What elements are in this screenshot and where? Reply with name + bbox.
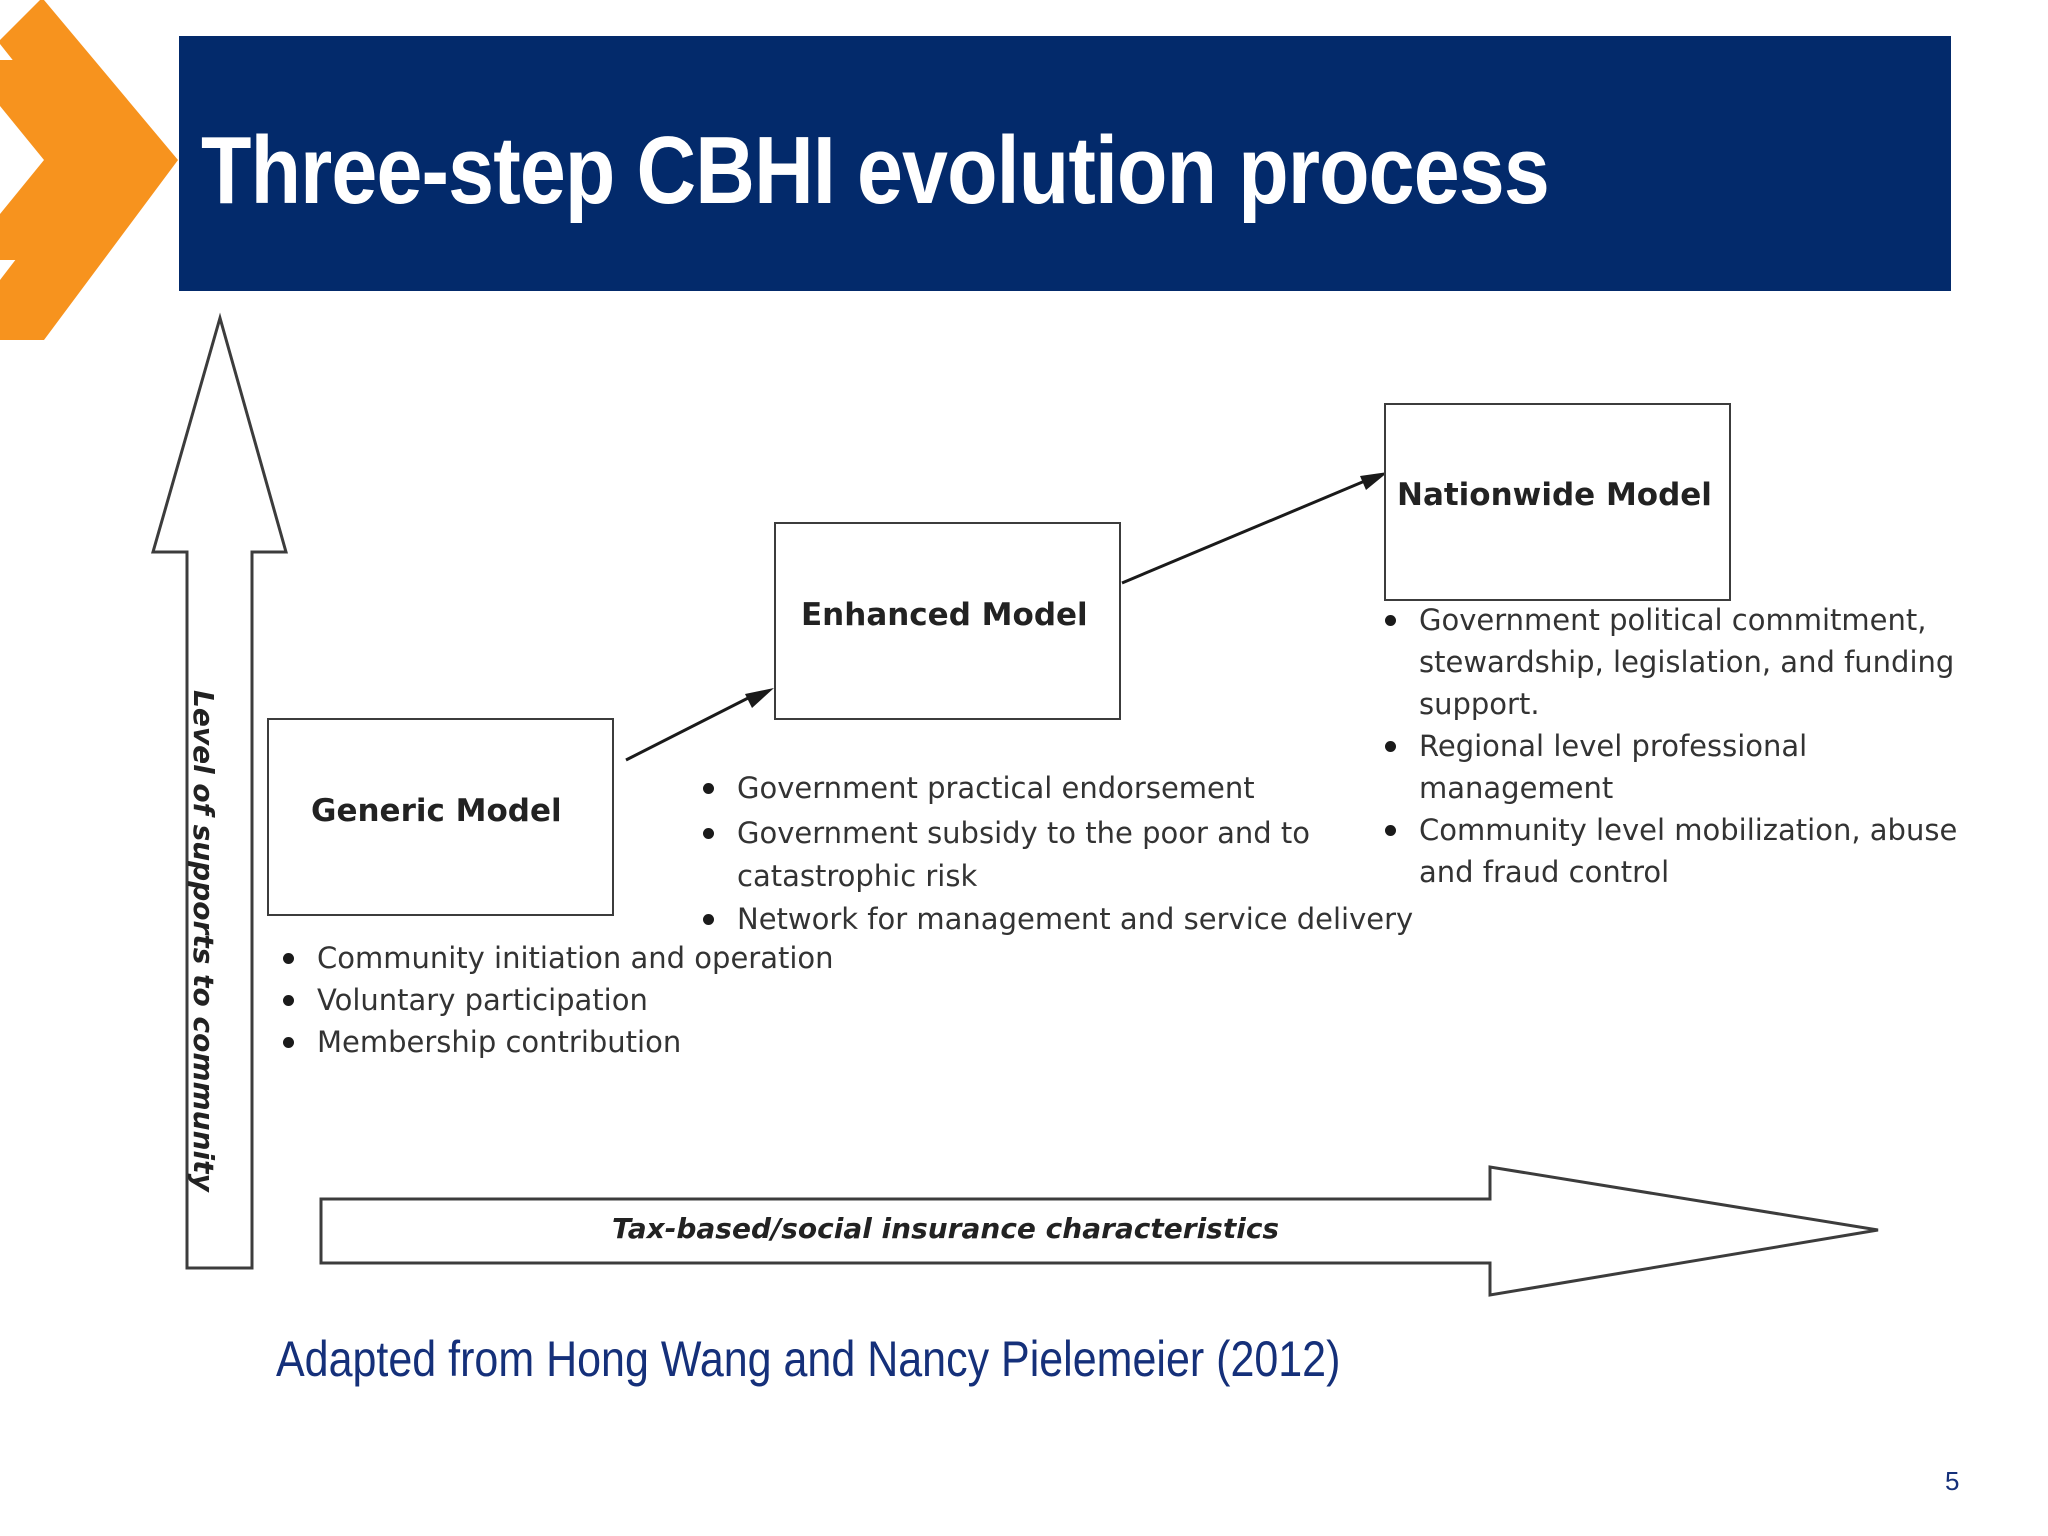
list-item-continued: catastrophic risk: [737, 859, 978, 893]
vertical-axis-label: Level of supports to community: [187, 690, 220, 1192]
generic-model-label: Generic Model: [311, 793, 562, 829]
generic-model-box: [267, 718, 614, 916]
vertical-axis-arrow: [151, 312, 288, 1270]
nationwide-model-box: [1384, 403, 1731, 601]
list-item-continued: support.: [1419, 687, 1540, 721]
nationwide-model-label: Nationwide Model: [1397, 477, 1712, 513]
citation-text: Adapted from Hong Wang and Nancy Pieleme…: [276, 1331, 1341, 1387]
generic-model-bullets: Community initiation and operation Volun…: [281, 937, 834, 1063]
list-item: Regional level professional: [1383, 725, 1957, 767]
enhanced-model-label: Enhanced Model: [801, 597, 1088, 633]
list-item: Community level mobilization, abuse: [1383, 809, 1957, 851]
title-bar: Three-step CBHI evolution process: [179, 36, 1951, 291]
list-item: Community initiation and operation: [281, 937, 834, 979]
list-item-continued: management: [1419, 771, 1614, 805]
connector-enhanced-to-nationwide: [1121, 476, 1373, 585]
list-item: Government political commitment,: [1383, 599, 1957, 641]
horizontal-axis-label: Tax-based/social insurance characteristi…: [612, 1212, 1280, 1245]
list-item: Government subsidy to the poor and to: [701, 812, 1413, 854]
list-item: Network for management and service deliv…: [701, 898, 1413, 940]
list-item-continued: and fraud control: [1419, 855, 1670, 889]
page-number: 5: [1945, 1466, 1960, 1496]
slide-title: Three-step CBHI evolution process: [201, 117, 1550, 224]
list-item-continued: stewardship, legislation, and funding: [1419, 645, 1955, 679]
list-item: Voluntary participation: [281, 979, 834, 1021]
enhanced-model-bullets: Government practical endorsement Governm…: [701, 767, 1413, 940]
horizontal-axis-arrow: [319, 1165, 1879, 1297]
list-item: Membership contribution: [281, 1021, 834, 1063]
nationwide-model-bullets: Government political commitment, steward…: [1383, 599, 1957, 893]
connector-generic-to-enhanced: [625, 691, 759, 762]
list-item: Government practical endorsement: [701, 767, 1413, 809]
enhanced-model-box: [774, 522, 1121, 720]
chevron-logo-icon: [0, 0, 178, 340]
